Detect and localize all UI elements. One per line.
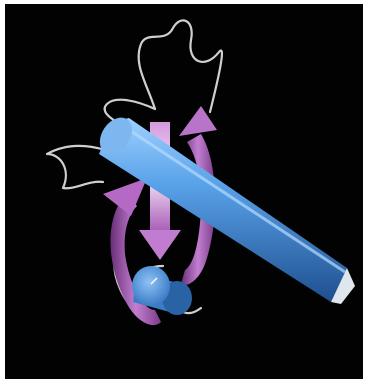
protein-ribbon-diagram [5,4,363,379]
left-loop [47,146,105,188]
short-helix-near-cap [132,266,170,306]
top-loop [139,20,222,112]
beta-strand-left-arrowhead [103,178,147,216]
beta-strand-center-arrowhead [139,230,181,260]
protein-structure-panel [5,4,363,379]
